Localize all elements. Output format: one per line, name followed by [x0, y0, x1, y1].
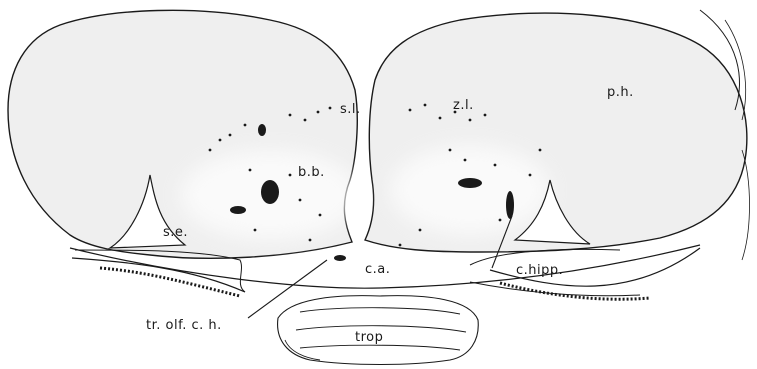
label-trop: trop — [355, 330, 383, 345]
label-chipp: c.hipp. — [516, 263, 563, 278]
label-ph: p.h. — [607, 85, 634, 100]
label-ca: c.a. — [365, 262, 390, 277]
label-sl: s.l. — [340, 102, 361, 117]
label-zl: z.l. — [453, 98, 474, 113]
label-bb: b.b. — [298, 165, 325, 180]
label-se: s.e. — [163, 225, 188, 240]
label-trolfch: tr. olf. c. h. — [146, 318, 222, 333]
